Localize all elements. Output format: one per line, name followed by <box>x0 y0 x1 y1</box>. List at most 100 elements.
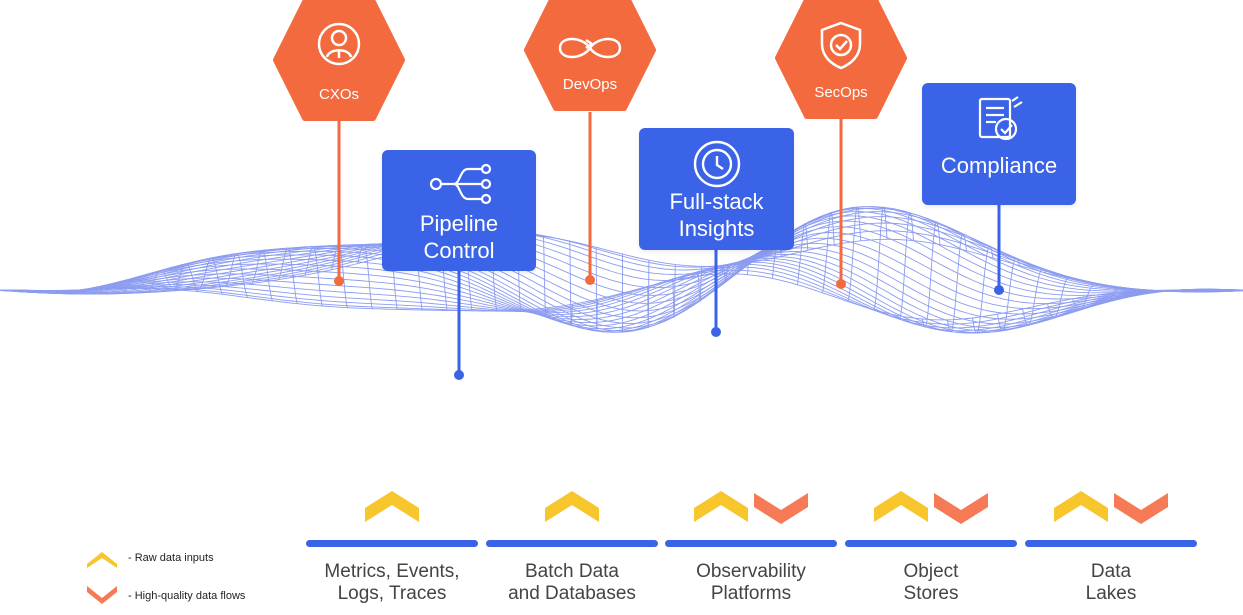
mesh-line <box>972 245 994 334</box>
raw-input-chevron-icon <box>694 491 748 522</box>
mesh-line <box>1197 288 1232 292</box>
source-object-stores: Object Stores <box>845 561 1017 605</box>
mesh-line <box>1072 282 1100 311</box>
pipeline-dot <box>454 370 464 380</box>
source-metrics-line2: Logs, Traces <box>337 583 447 604</box>
infinity-icon <box>558 37 622 59</box>
source-observability-line2: Platforms <box>710 583 792 604</box>
mesh-line <box>542 235 548 318</box>
mesh-line <box>1047 276 1073 319</box>
source-batch-line2: and Databases <box>508 583 636 604</box>
secops-hexagon <box>775 0 907 119</box>
pipeline-control-box: Pipeline Control <box>382 150 536 271</box>
mesh-line <box>569 240 573 326</box>
raw-chevron-legend-icon <box>87 552 117 568</box>
full-stack-insights-box: Full-stack Insights <box>639 128 794 250</box>
insights-label-line2: Insights <box>678 216 755 241</box>
source-metrics: Metrics, Events, Logs, Traces <box>306 561 478 605</box>
checklist-icon <box>978 96 1023 141</box>
quality-flow-chevron-icon <box>934 493 988 524</box>
source-bar-object-stores <box>845 540 1017 547</box>
source-bar-observability <box>665 540 837 547</box>
legend-icons <box>87 552 117 604</box>
mesh-line <box>722 263 729 283</box>
mesh-line <box>198 257 223 295</box>
mesh-line <box>872 206 888 311</box>
legend-raw-text: - Raw data inputs <box>128 552 214 564</box>
mesh-line <box>747 254 756 275</box>
mesh-line <box>66 288 98 295</box>
mesh-line <box>278 247 298 304</box>
compliance-label: Compliance <box>940 153 1058 178</box>
mesh-line <box>93 283 123 295</box>
source-data-lakes: Data Lakes <box>1025 561 1197 605</box>
mesh-line <box>822 211 835 293</box>
mesh-line <box>225 253 248 298</box>
pipeline-label-line2: Control <box>423 238 495 263</box>
quality-flow-chevron-icon <box>1114 493 1168 524</box>
raw-input-chevron-icon <box>365 491 419 522</box>
source-bar-metrics <box>306 540 478 547</box>
clock-icon <box>693 140 741 188</box>
raw-input-chevron-icon <box>1054 491 1108 522</box>
mesh-line <box>1022 268 1047 326</box>
mesh-line <box>357 243 373 309</box>
mesh-line <box>922 221 941 328</box>
mesh-line <box>672 264 676 318</box>
mesh-line <box>304 246 323 307</box>
mesh-line <box>1172 289 1205 293</box>
source-data-lakes-line2: Lakes <box>1085 583 1137 604</box>
source-object-stores-line2: Stores <box>903 583 959 604</box>
source-bar-batch <box>486 540 658 547</box>
mesh-line <box>40 289 73 294</box>
mesh-line <box>897 212 914 320</box>
source-observability-line1: Observability <box>696 561 806 582</box>
network-flow-icon <box>429 163 492 205</box>
insights-dot <box>711 327 721 337</box>
quality-chevron-legend-icon <box>87 586 117 604</box>
mesh-line <box>1122 289 1152 297</box>
source-metrics-line1: Metrics, Events, <box>324 561 460 582</box>
role-label-devops: DevOps <box>562 76 618 93</box>
role-label-secops: SecOps <box>814 84 868 101</box>
insights-label-line1: Full-stack <box>669 189 764 214</box>
source-object-stores-line1: Object <box>903 561 959 582</box>
shield-check-icon <box>820 21 862 70</box>
mesh-line <box>947 233 967 333</box>
source-batch: Batch Data and Databases <box>486 561 658 605</box>
mesh-line <box>697 266 703 303</box>
source-data-lakes-line1: Data <box>1090 561 1132 582</box>
mesh-line <box>997 257 1020 332</box>
mesh-line <box>647 260 650 329</box>
compliance-dot <box>994 285 1004 295</box>
secops-dot <box>836 279 846 289</box>
mesh-line <box>172 263 198 292</box>
mesh-line <box>595 247 598 332</box>
raw-input-chevron-icon <box>874 491 928 522</box>
mesh-line <box>251 249 273 301</box>
source-bar-data-lakes <box>1025 540 1197 547</box>
devops-hexagon <box>524 0 656 111</box>
mesh-line <box>797 223 809 285</box>
role-label-cxos: CXOs <box>318 86 359 103</box>
mesh-line <box>119 277 148 295</box>
cxos-dot <box>334 276 344 286</box>
mesh-line <box>146 269 173 294</box>
pipeline-label-line1: Pipeline <box>419 211 499 236</box>
person-icon <box>317 22 361 66</box>
source-batch-line1: Batch Data <box>525 561 619 582</box>
mesh-line <box>1097 287 1126 304</box>
quality-flow-chevron-icon <box>754 493 808 524</box>
mesh-line <box>1147 290 1179 293</box>
cxos-hexagon <box>273 0 405 121</box>
raw-input-chevron-icon <box>545 491 599 522</box>
devops-dot <box>585 275 595 285</box>
mesh-line <box>847 206 862 302</box>
source-observability: Observability Platforms <box>665 561 837 605</box>
mesh-line <box>13 290 48 293</box>
